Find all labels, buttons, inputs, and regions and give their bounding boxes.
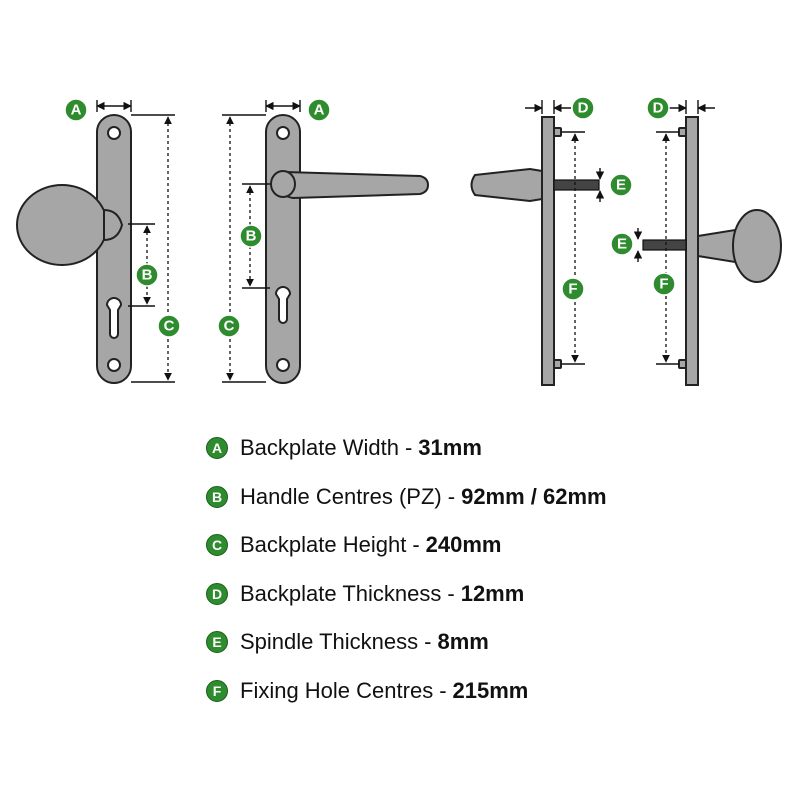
svg-text:E: E	[617, 236, 627, 253]
legend-label: Handle Centres (PZ)	[240, 483, 442, 509]
side-view-lever	[470, 100, 605, 386]
svg-text:C: C	[164, 318, 175, 335]
dimension-legend: A Backplate Width - 31mm B Handle Centre…	[206, 424, 607, 715]
legend-value: 12mm	[460, 580, 525, 606]
legend-item-b: B Handle Centres (PZ) - 92mm / 62mm	[206, 473, 607, 522]
legend-item-e: E Spindle Thickness - 8mm	[206, 618, 607, 667]
badge-f-knob-side: F	[652, 272, 676, 296]
legend-value: 92mm / 62mm	[461, 483, 607, 509]
badge-e-knob-side: E	[610, 232, 634, 256]
svg-text:C: C	[224, 318, 235, 335]
badge-a: A	[206, 437, 228, 460]
badge-e-lever-side: E	[609, 173, 633, 197]
door-handle-dimension-diagram: A A B B C C D D E E F F	[16, 96, 782, 386]
badge-b: B	[206, 485, 228, 508]
badge-b-knob: B	[135, 263, 159, 287]
badge-d: D	[206, 582, 228, 605]
badge-a-knob: A	[64, 98, 88, 122]
legend-separator: -	[447, 483, 456, 509]
front-view-knob-backplate	[16, 100, 175, 384]
legend-separator: -	[439, 677, 447, 703]
legend-value: 215mm	[452, 677, 529, 703]
legend-value: 240mm	[425, 532, 502, 558]
badge-b-lever: B	[239, 224, 263, 248]
badge-c-lever: C	[217, 314, 241, 338]
legend-value: 8mm	[437, 629, 489, 655]
legend-item-d: D Backplate Thickness - 12mm	[206, 570, 607, 619]
svg-text:F: F	[659, 276, 668, 293]
svg-text:E: E	[616, 177, 626, 194]
svg-text:F: F	[568, 281, 577, 298]
legend-item-c: C Backplate Height - 240mm	[206, 521, 607, 570]
legend-separator: -	[404, 435, 413, 461]
svg-text:A: A	[71, 102, 82, 119]
legend-value: 31mm	[418, 435, 482, 461]
svg-text:D: D	[653, 100, 664, 117]
svg-text:D: D	[578, 100, 589, 117]
legend-item-a: A Backplate Width - 31mm	[206, 424, 607, 473]
legend-label: Spindle Thickness	[240, 629, 419, 655]
legend-separator: -	[447, 580, 455, 606]
badge-f-lever-side: F	[561, 277, 585, 301]
badge-a-lever: A	[307, 98, 331, 122]
svg-text:B: B	[246, 228, 257, 245]
legend-separator: -	[412, 532, 420, 558]
svg-text:B: B	[142, 267, 153, 284]
legend-label: Backplate Width	[240, 435, 399, 461]
svg-text:A: A	[314, 102, 325, 119]
badge-c: C	[206, 534, 228, 557]
badge-d-knob-side: D	[646, 96, 670, 120]
legend-item-f: F Fixing Hole Centres - 215mm	[206, 667, 607, 716]
side-view-knob	[633, 100, 782, 386]
legend-separator: -	[424, 629, 432, 655]
legend-label: Fixing Hole Centres	[240, 677, 434, 703]
legend-label: Backplate Height	[240, 532, 407, 558]
badge-e: E	[206, 631, 228, 654]
badge-d-lever-side: D	[571, 96, 595, 120]
badge-c-knob: C	[157, 314, 181, 338]
legend-label: Backplate Thickness	[240, 580, 442, 606]
badge-f: F	[206, 679, 228, 702]
